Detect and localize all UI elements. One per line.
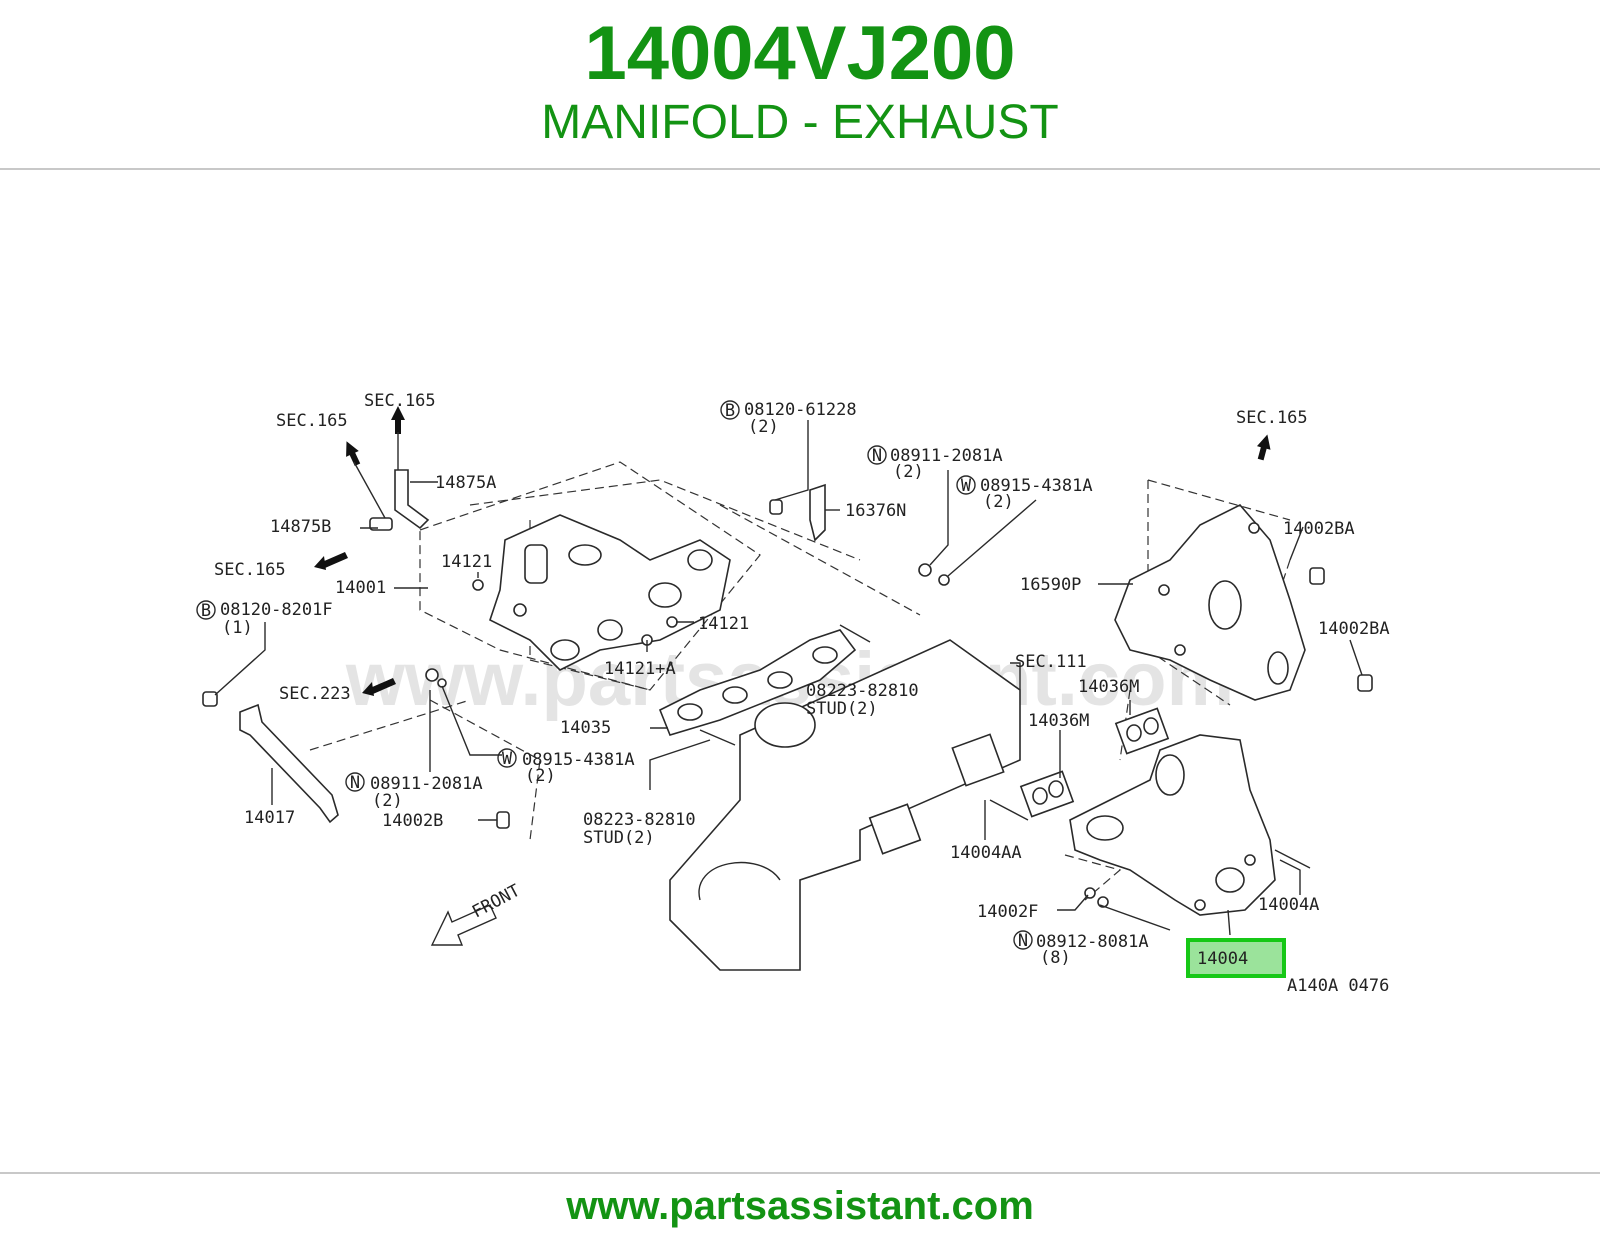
label-stud-a-desc: STUD(2) <box>806 699 878 719</box>
svg-text:W: W <box>961 476 972 496</box>
label-08911-2081A-a: 08911-2081A <box>890 446 1003 466</box>
label-08915-4381A-b: 08915-4381A <box>522 750 635 770</box>
label-14035: 14035 <box>560 718 611 738</box>
label-14121A: 14121+A <box>604 659 676 679</box>
label-14001: 14001 <box>335 578 386 598</box>
label-14004AA: 14004AA <box>950 843 1022 863</box>
heat-shield <box>1114 504 1306 701</box>
label-14002B: 14002B <box>382 811 443 831</box>
exhaust-gasket-b <box>1019 770 1075 818</box>
label-14036M-b: 14036M <box>1028 711 1089 731</box>
label-08915-4381A-b-qty: (2) <box>525 766 556 786</box>
label-14002F: 14002F <box>977 902 1038 922</box>
label-sec165-b: SEC.165 <box>364 391 436 411</box>
svg-text:B: B <box>725 401 735 421</box>
label-14121-b: 14121 <box>698 614 749 634</box>
label-08120-61228: 08120-61228 <box>744 400 857 420</box>
label-16590P: 16590P <box>1020 575 1081 595</box>
label-08120-61228-qty: (2) <box>748 417 779 437</box>
label-front: FRONT <box>469 881 524 923</box>
label-14121-a: 14121 <box>441 552 492 572</box>
label-sec165-d: SEC.165 <box>1236 408 1308 428</box>
intake-gasket <box>658 629 857 736</box>
part-number-title: 14004VJ200 <box>584 11 1016 96</box>
label-14004: 14004 <box>1197 949 1248 969</box>
front-arrow <box>430 904 497 946</box>
label-sec111: SEC.111 <box>1015 652 1087 672</box>
label-08915-4381A-a: 08915-4381A <box>980 476 1093 496</box>
svg-text:N: N <box>1018 931 1028 951</box>
label-08120-8201F-qty: (1) <box>222 618 253 638</box>
label-stud-a: 08223-82810 <box>806 681 919 701</box>
label-14017: 14017 <box>244 808 295 828</box>
label-08120-8201F: 08120-8201F <box>220 600 333 620</box>
svg-text:N: N <box>350 773 360 793</box>
highlight-box-14004[interactable] <box>1186 938 1286 978</box>
exhaust-gasket-a <box>1114 707 1170 755</box>
footer-url[interactable]: www.partsassistant.com <box>566 1184 1034 1228</box>
label-14002BA-b: 14002BA <box>1318 619 1390 639</box>
label-stud-b: 08223-82810 <box>583 810 696 830</box>
header-divider <box>0 168 1600 170</box>
fasteners <box>369 469 1373 908</box>
diagram-code: A140A 0476 <box>1287 976 1389 996</box>
engine-block <box>669 639 1021 971</box>
label-14004A: 14004A <box>1258 895 1319 915</box>
label-08912-8081A-qty: (8) <box>1040 948 1071 968</box>
svg-text:W: W <box>502 749 513 769</box>
page-header: 14004VJ200 MANIFOLD - EXHAUST <box>0 0 1600 168</box>
part-name-subtitle: MANIFOLD - EXHAUST <box>541 96 1059 149</box>
label-sec165-c: SEC.165 <box>214 560 286 580</box>
svg-text:B: B <box>201 601 211 621</box>
svg-text:N: N <box>872 446 882 466</box>
label-08912-8081A: 08912-8081A <box>1036 932 1149 952</box>
label-08915-4381A-a-qty: (2) <box>983 492 1014 512</box>
leader-lines <box>214 420 1363 936</box>
label-14036M-a: 14036M <box>1078 677 1139 697</box>
label-14002BA-a: 14002BA <box>1283 519 1355 539</box>
intake-manifold <box>472 514 731 671</box>
label-16376N: 16376N <box>845 501 906 521</box>
footer-divider <box>0 1172 1600 1174</box>
badges: B B N W W N N <box>196 400 1033 951</box>
manifold-stay <box>202 691 339 824</box>
part-labels: SEC.165 SEC.165 SEC.165 SEC.165 SEC.223 … <box>214 391 1390 996</box>
label-14875B: 14875B <box>270 517 331 537</box>
label-08911-2081A-b-qty: (2) <box>372 791 403 811</box>
exhaust-manifold <box>1069 734 1276 916</box>
label-stud-b-desc: STUD(2) <box>583 828 655 848</box>
label-14875A: 14875A <box>435 473 496 493</box>
label-sec165-a: SEC.165 <box>276 411 348 431</box>
arrows <box>314 406 1271 946</box>
label-08911-2081A-a-qty: (2) <box>893 462 924 482</box>
label-sec223: SEC.223 <box>279 684 351 704</box>
label-08911-2081A-b: 08911-2081A <box>370 774 483 794</box>
